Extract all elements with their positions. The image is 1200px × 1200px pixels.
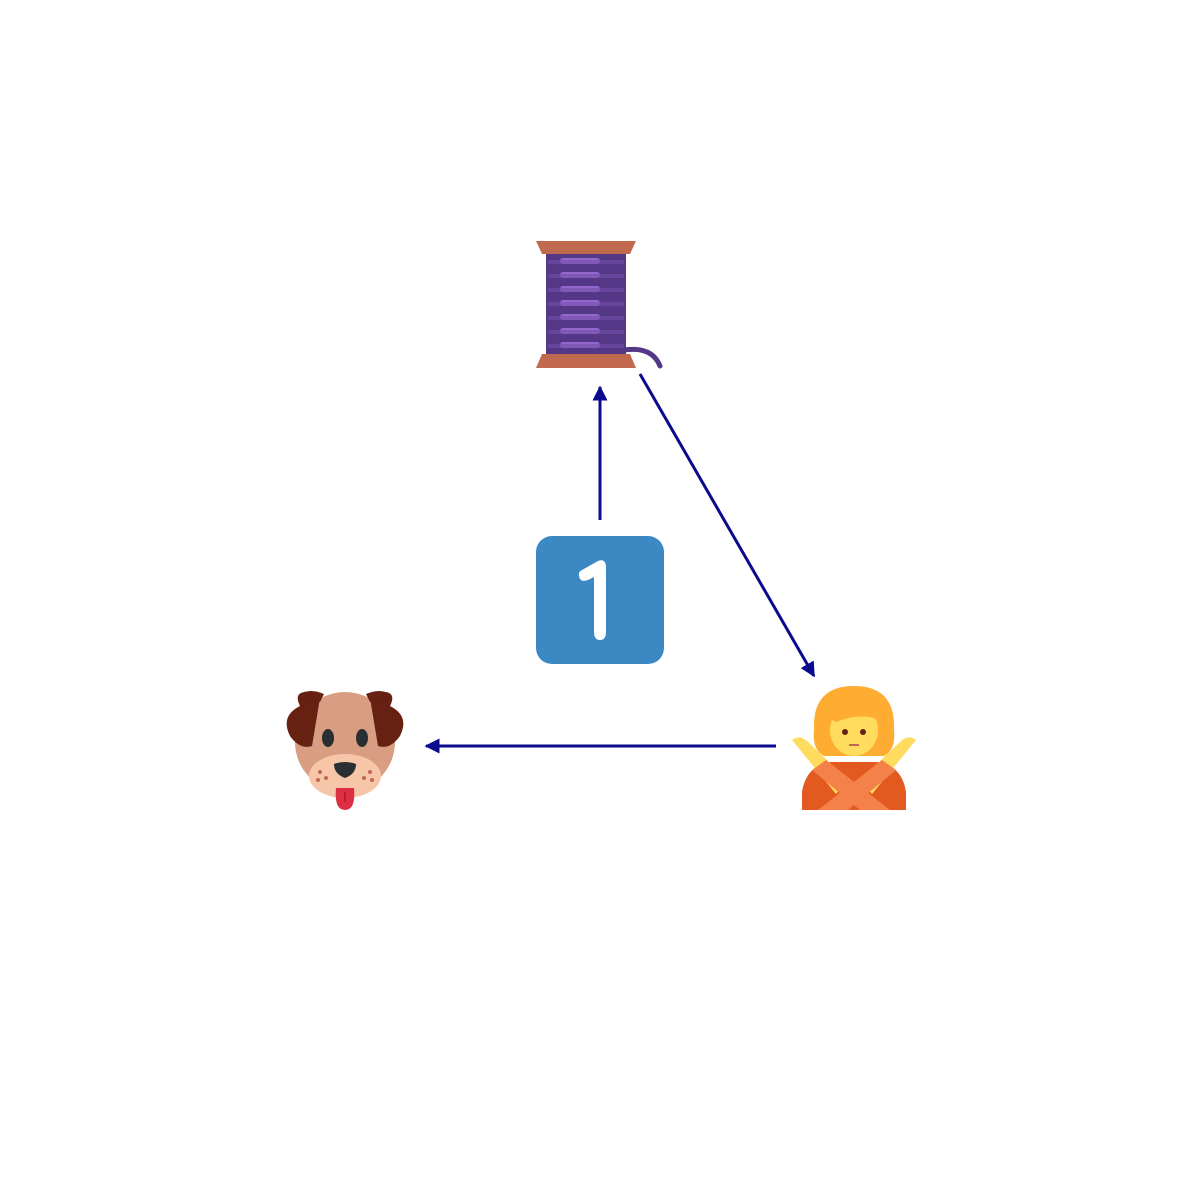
dog-face-icon xyxy=(286,691,404,810)
edge-spool-to-person xyxy=(638,373,816,678)
keycap-digit-one-icon: 1 xyxy=(536,536,664,664)
thread-spool-icon xyxy=(536,241,663,369)
person-gesturing-no-icon xyxy=(792,686,916,810)
